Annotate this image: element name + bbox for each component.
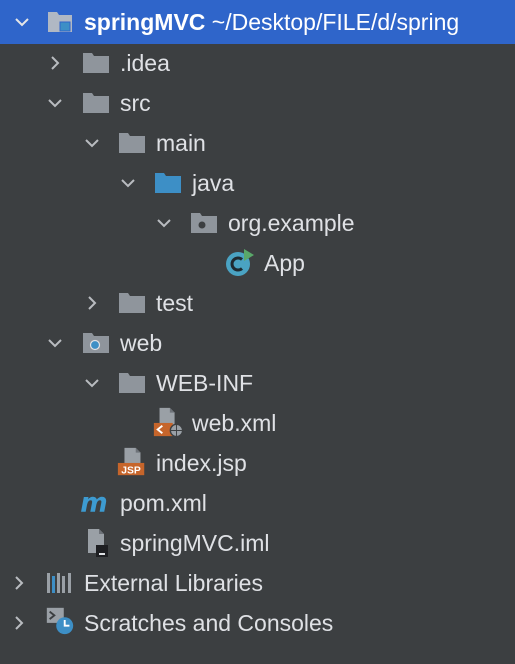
chevron-right-icon[interactable] xyxy=(44,52,66,74)
tree-node-iml[interactable]: springMVC.iml xyxy=(0,523,515,563)
tree-node-test[interactable]: test xyxy=(0,283,515,323)
chevron-down-icon[interactable] xyxy=(11,11,33,33)
node-label: .idea xyxy=(120,50,170,76)
maven-icon: m xyxy=(78,487,110,519)
iml-file-icon xyxy=(80,527,112,559)
tree-node-app[interactable]: App xyxy=(0,243,515,283)
node-label: pom.xml xyxy=(120,490,207,516)
tree-node-main[interactable]: main xyxy=(0,123,515,163)
tree-node-idea[interactable]: .idea xyxy=(0,43,515,83)
node-label: index.jsp xyxy=(156,450,247,476)
scratches-icon xyxy=(44,605,76,637)
node-label: web.xml xyxy=(192,410,277,436)
tree-node-external-libraries[interactable]: External Libraries xyxy=(0,563,515,603)
chevron-down-icon[interactable] xyxy=(81,132,103,154)
chevron-down-icon[interactable] xyxy=(117,172,139,194)
tree-node-web-inf[interactable]: WEB-INF xyxy=(0,363,515,403)
package-icon xyxy=(188,207,220,239)
folder-icon xyxy=(80,87,112,119)
node-label: springMVC.iml xyxy=(120,530,270,556)
tree-node-index-jsp[interactable]: JSP index.jsp xyxy=(0,443,515,483)
jsp-badge-text: JSP xyxy=(121,465,141,476)
module-folder-icon xyxy=(44,6,76,38)
chevron-right-icon[interactable] xyxy=(81,292,103,314)
chevron-down-icon[interactable] xyxy=(44,332,66,354)
tree-node-scratches[interactable]: Scratches and Consoles xyxy=(0,603,515,643)
project-name: springMVC xyxy=(84,9,206,35)
folder-icon xyxy=(116,127,148,159)
tree-node-web[interactable]: web xyxy=(0,323,515,363)
xml-web-file-icon xyxy=(152,406,184,438)
node-label: test xyxy=(156,290,194,316)
project-path: ~/Desktop/FILE/d/spring xyxy=(211,9,460,35)
folder-icon xyxy=(80,47,112,79)
node-label: src xyxy=(120,90,151,116)
project-root-label: springMVC ~/Desktop/FILE/d/spring xyxy=(84,2,459,42)
chevron-right-icon[interactable] xyxy=(8,572,30,594)
node-label: WEB-INF xyxy=(156,370,254,396)
jsp-file-icon: JSP xyxy=(116,446,148,478)
tree-node-src[interactable]: src xyxy=(0,83,515,123)
tree-node-project-root[interactable]: springMVC ~/Desktop/FILE/d/spring xyxy=(0,0,515,44)
tree-node-pom-xml[interactable]: m pom.xml xyxy=(0,483,515,523)
tree-node-java[interactable]: java xyxy=(0,163,515,203)
chevron-down-icon[interactable] xyxy=(44,92,66,114)
tree-node-web-xml[interactable]: web.xml xyxy=(0,403,515,443)
chevron-down-icon[interactable] xyxy=(81,372,103,394)
folder-icon xyxy=(116,367,148,399)
tree-node-org-example[interactable]: org.example xyxy=(0,203,515,243)
java-class-runnable-icon xyxy=(224,247,256,279)
source-folder-icon xyxy=(152,167,184,199)
folder-icon xyxy=(116,287,148,319)
node-label: Scratches and Consoles xyxy=(84,610,334,636)
maven-badge-text: m xyxy=(80,488,107,518)
node-label: web xyxy=(120,330,163,356)
node-label: App xyxy=(264,250,305,276)
chevron-down-icon[interactable] xyxy=(153,212,175,234)
node-label: main xyxy=(156,130,206,156)
libraries-icon xyxy=(44,567,76,599)
node-label: org.example xyxy=(228,210,355,236)
node-label: External Libraries xyxy=(84,570,263,596)
web-folder-icon xyxy=(80,327,112,359)
node-label: java xyxy=(192,170,235,196)
chevron-right-icon[interactable] xyxy=(8,612,30,634)
